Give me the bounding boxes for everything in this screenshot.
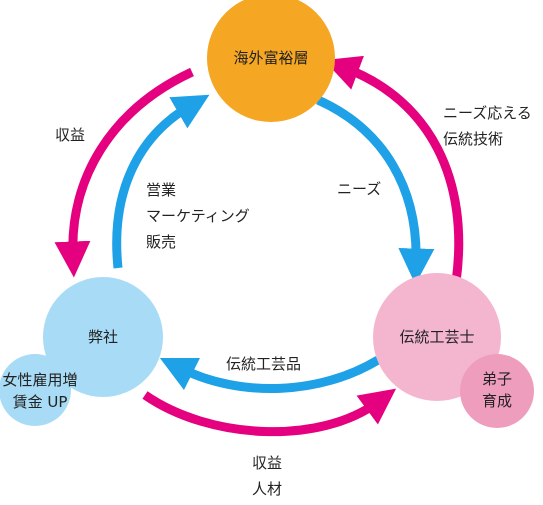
bottom-label-2: 人材 [252,480,283,498]
marketing-label-1: 営業 [146,181,177,199]
revenue-label-left: 収益 [55,126,86,144]
revenue-arrow-left-to-right [142,388,397,437]
apprentice-label-line1: 弟子 [481,370,512,388]
employment-node [0,354,71,426]
needs-tech-label-2: 伝統技術 [443,130,504,148]
marketing-label-3: 販売 [146,233,177,251]
needs-tech-label-1: ニーズ応える [443,104,532,122]
our-company-node [43,277,163,397]
overseas-wealthy-node [207,0,335,122]
marketing-arrow-left-to-top [112,94,210,269]
craftsman-label: 伝統工芸士 [399,328,475,346]
employment-label-line2: 賃金 UP [12,393,68,411]
employment-label-line1: 女性雇用増 [2,371,78,389]
apprentice-node [460,354,534,428]
overseas-wealthy-label: 海外富裕層 [233,49,309,67]
tech-arrow-right-to-top [323,55,464,283]
needs-label: ニーズ [337,180,382,198]
needs-arrow-top-to-right [316,95,435,285]
crafts-arrow-right-to-left [159,356,381,394]
our-company-label: 弊社 [87,328,118,346]
apprentice-label-line2: 育成 [481,392,512,410]
bottom-label-1: 収益 [252,454,283,472]
marketing-label-2: マーケティング [146,207,250,225]
crafts-label: 伝統工芸品 [226,355,302,373]
revenue-arrow-top-to-left [54,67,194,278]
